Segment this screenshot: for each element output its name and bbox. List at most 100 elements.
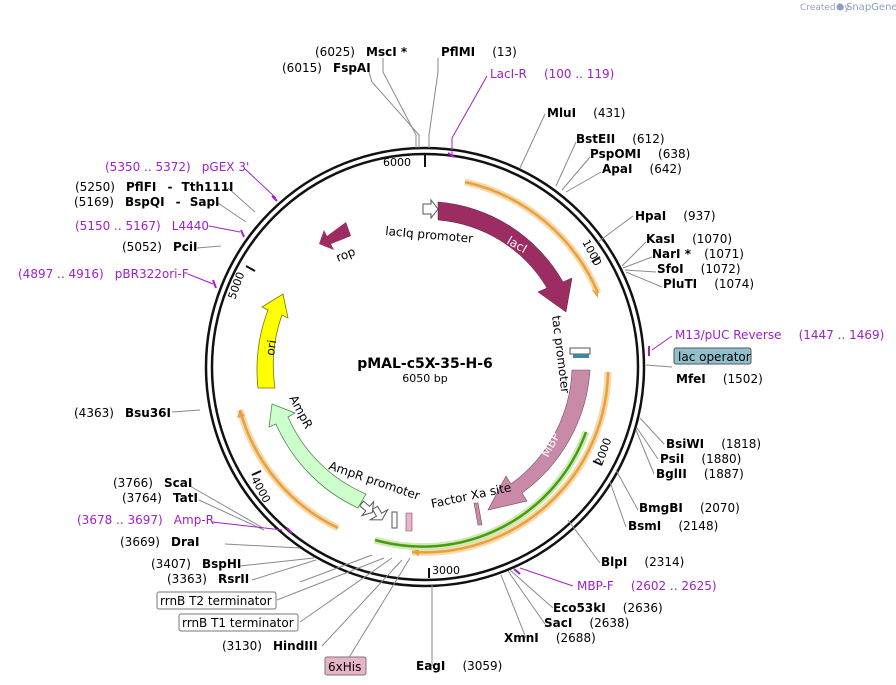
rrnb-t1-label: rrnB T1 terminator bbox=[182, 616, 294, 630]
site-mfeI-pos: (1502) bbox=[723, 372, 763, 386]
snapgene-logo-icon bbox=[836, 3, 844, 11]
site-tatI-name: TatI bbox=[173, 491, 198, 505]
feature-rop-arrow bbox=[319, 222, 351, 250]
site-kasI-name: KasI bbox=[646, 232, 675, 246]
plasmid-name: pMAL-c5X-35-H-6 bbox=[357, 356, 493, 372]
primer-pgex-3: (5350 .. 5372) pGEX 3' bbox=[105, 156, 249, 175]
site-bsiWI-name: BsiWI bbox=[666, 437, 704, 451]
site-tatI: (3764) TatI bbox=[122, 487, 198, 506]
feature-ampr-arrow bbox=[268, 403, 367, 509]
site-hindIII-name: HindIII bbox=[273, 639, 318, 653]
site-draI: (3669) DraI bbox=[120, 531, 199, 550]
site-bsu36I-name: Bsu36I bbox=[125, 406, 171, 420]
site-apaI-name: ApaI bbox=[602, 162, 632, 176]
tick-label-6000: 6000 bbox=[383, 156, 411, 169]
rrnb-t2-label: rrnB T2 terminator bbox=[160, 594, 272, 608]
site-psiI: PsiI (1880) bbox=[660, 448, 741, 467]
primer-l4440: (5150 .. 5167) L4440 bbox=[75, 215, 209, 234]
site-pluTI-pos: (1074) bbox=[714, 277, 754, 291]
primer-pbr322ori-f: (4897 .. 4916) pBR322ori-F bbox=[18, 263, 189, 282]
site-rsrII: (3363) RsrII bbox=[167, 568, 249, 587]
site-mscI-name: MscI * bbox=[366, 45, 408, 59]
feature-6xhis-glyph bbox=[405, 512, 413, 532]
site-bspQI-pos: (5169) bbox=[74, 195, 114, 209]
site-blpI-pos: (2314) bbox=[644, 555, 684, 569]
site-mluI-pos: (431) bbox=[593, 106, 625, 120]
primer-l4440-name: L4440 bbox=[172, 219, 209, 233]
feature-ori-arrow bbox=[256, 293, 289, 389]
site-narI-name: NarI * bbox=[652, 247, 692, 261]
orf-laci-arc bbox=[464, 178, 602, 295]
feature-ampr-promoter-arrow-2 bbox=[359, 500, 375, 517]
leader-lines bbox=[171, 58, 673, 666]
feature-rop-label: rop bbox=[334, 244, 357, 264]
site-pflFI-tth111I: (5250) PflFI - Tth111I bbox=[75, 176, 234, 195]
site-bspQI-sapI: (5169) BspQI - SapI bbox=[74, 191, 220, 210]
site-bsmI: BsmI (2148) bbox=[628, 515, 718, 534]
site-bspHI-pos: (3407) bbox=[151, 557, 191, 571]
site-mfeI: MfeI (1502) bbox=[676, 368, 763, 387]
his-tag-label: 6xHis bbox=[328, 660, 361, 674]
primer-m13-name: M13/pUC Reverse bbox=[675, 328, 782, 342]
site-bsu36I: (4363) Bsu36I bbox=[74, 402, 171, 421]
site-sacI-pos: (2638) bbox=[589, 616, 629, 630]
primer-lines bbox=[187, 75, 673, 587]
site-bspHI-name: BspHI bbox=[202, 557, 241, 571]
site-tatI-pos: (3764) bbox=[122, 491, 162, 505]
site-bstEII: BstEII (612) bbox=[576, 128, 665, 147]
feature-tac-promoter-glyph bbox=[569, 347, 591, 358]
site-scaI-name: ScaI bbox=[164, 476, 192, 490]
site-bsiWI-pos: (1818) bbox=[721, 437, 761, 451]
his-tag-box bbox=[324, 656, 367, 676]
site-narI: NarI * (1071) bbox=[652, 243, 744, 262]
site-pspOMI-pos: (638) bbox=[658, 147, 690, 161]
site-pflMI: PflMI (13) bbox=[441, 41, 517, 60]
primer-m13-puc-reverse: M13/pUC Reverse (1447 .. 1469) bbox=[675, 324, 884, 343]
site-fspAI: (6015) FspAI bbox=[282, 57, 371, 76]
backbone-inner bbox=[210, 152, 640, 582]
site-bsu36I-pos: (4363) bbox=[74, 406, 114, 420]
site-psiI-pos: (1880) bbox=[701, 452, 741, 466]
feature-laciq-promoter-label: lacIq promoter bbox=[385, 224, 474, 246]
feature-terminator-glyph bbox=[391, 511, 398, 529]
site-sfoI-name: SfoI bbox=[657, 262, 684, 276]
site-pflFI-name: PflFI bbox=[126, 180, 156, 194]
site-rsrII-name: RsrII bbox=[218, 572, 249, 586]
primer-l4440-range: (5150 .. 5167) bbox=[75, 219, 161, 233]
primer-laci-r: LacI-R (100 .. 119) bbox=[490, 63, 614, 82]
site-eco53kI: Eco53kI (2636) bbox=[553, 597, 663, 616]
site-hpaI: HpaI (937) bbox=[635, 205, 716, 224]
lac-operator-label: lac operator bbox=[678, 350, 751, 364]
primer-pbr322-range: (4897 .. 4916) bbox=[18, 267, 104, 281]
site-xmnI: XmnI (2688) bbox=[504, 627, 596, 646]
site-draI-pos: (3669) bbox=[120, 535, 160, 549]
site-eagI: EagI (3059) bbox=[416, 655, 502, 674]
site-pluTI: PluTI (1074) bbox=[663, 273, 754, 292]
feature-mbp-arrow bbox=[487, 369, 591, 511]
primer-amp-r-name: Amp-R bbox=[174, 513, 214, 527]
feature-factor-xa-glyph bbox=[473, 502, 483, 526]
site-pspOMI-name: PspOMI bbox=[590, 147, 641, 161]
site-bsiWI: BsiWI (1818) bbox=[666, 433, 761, 452]
site-apaI-pos: (642) bbox=[650, 162, 682, 176]
site-pflMI-name: PflMI bbox=[441, 45, 475, 59]
rrnb-t1-box bbox=[178, 613, 299, 632]
site-psiI-name: PsiI bbox=[660, 452, 684, 466]
site-scaI: (3766) ScaI bbox=[113, 472, 192, 491]
site-bmgBI-pos: (2070) bbox=[700, 501, 740, 515]
tick-label-5000: 5000 bbox=[226, 270, 248, 301]
site-eagI-pos: (3059) bbox=[462, 659, 502, 673]
feature-laci-arrow bbox=[437, 201, 573, 313]
site-pluTI-name: PluTI bbox=[663, 277, 697, 291]
primer-laci-r-name: LacI-R bbox=[490, 67, 527, 81]
primer-m13-range: (1447 .. 1469) bbox=[799, 328, 885, 342]
site-xmnI-name: XmnI bbox=[504, 631, 539, 645]
brand-name: SnapGene bbox=[846, 2, 896, 13]
site-pspOMI: PspOMI (638) bbox=[590, 143, 690, 162]
primer-pgex-name: pGEX 3' bbox=[202, 160, 249, 174]
lac-operator-box bbox=[673, 347, 752, 365]
site-pciI: (5052) PciI bbox=[122, 236, 198, 255]
primer-mbp-f-name: MBP-F bbox=[577, 579, 614, 593]
site-eagI-name: EagI bbox=[416, 659, 445, 673]
